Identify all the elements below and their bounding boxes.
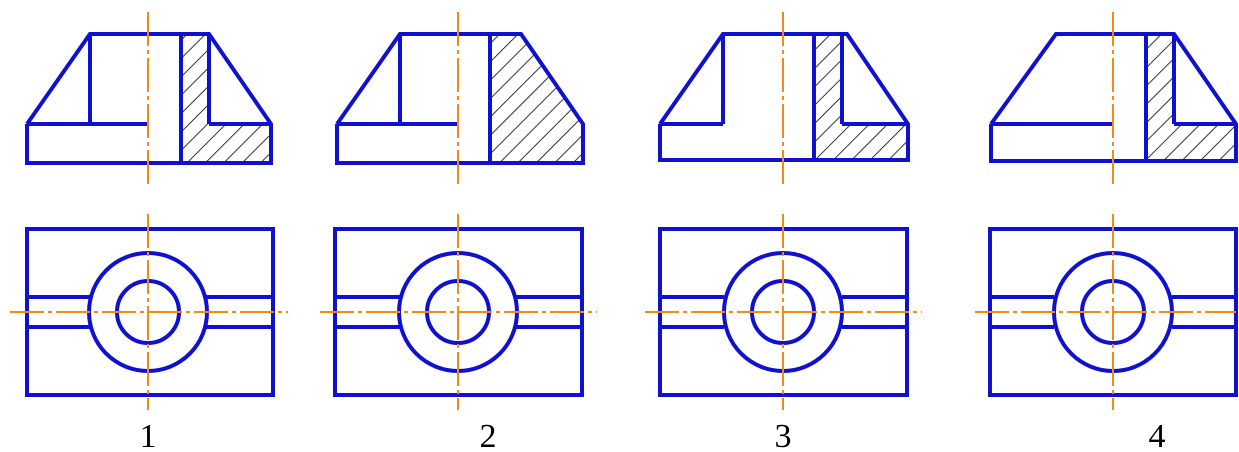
- top-view: [320, 214, 597, 410]
- option-4: 4: [975, 12, 1238, 452]
- front-outline: [658, 32, 910, 162]
- option-label-1: 1: [140, 418, 157, 452]
- option-label-3: 3: [775, 418, 792, 452]
- hatched-section: [1146, 34, 1236, 161]
- front-view-section: [25, 12, 273, 187]
- option-3: 3: [645, 12, 922, 452]
- hatched-section: [181, 34, 271, 163]
- front-outline: [989, 32, 1238, 163]
- front-outline: [25, 32, 273, 165]
- option-label-2: 2: [480, 418, 497, 452]
- top-view: [975, 214, 1238, 410]
- front-outline: [335, 32, 585, 165]
- front-view-section: [658, 12, 910, 187]
- front-view-section: [335, 12, 585, 187]
- hatched-section: [490, 34, 583, 163]
- top-view: [10, 214, 288, 410]
- hatched-section: [814, 34, 908, 160]
- top-view: [645, 214, 922, 410]
- front-view-section: [989, 12, 1238, 187]
- option-label-4: 4: [1149, 418, 1166, 452]
- option-2: 2: [320, 12, 597, 452]
- option-1: 1: [10, 12, 288, 452]
